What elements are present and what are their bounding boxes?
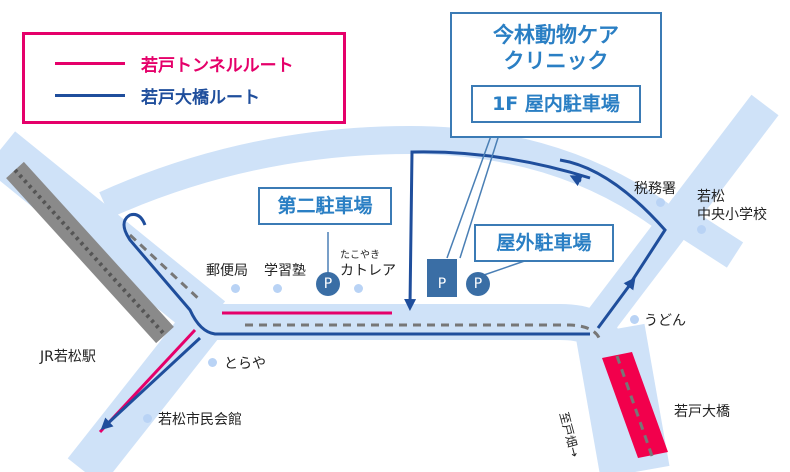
legend-tunnel: 若戸トンネルルート [55,51,294,76]
dot-post-office [231,284,240,293]
label-takoyaki: たこやき [340,250,380,261]
dot-cram-school [273,284,282,293]
label-katorea: カトレア [340,263,396,279]
label-cram-school: 学習塾 [264,263,306,279]
label-udon: うどん [644,313,686,329]
label-tax-office: 税務署 [634,181,676,197]
label-school-1: 若松 [697,189,725,205]
clinic-name-1: 今林動物ケア [493,23,619,47]
dot-katorea [354,284,363,293]
dot-udon [630,315,639,324]
dot-tax-office [656,198,665,207]
legend-tunnel-label: 若戸トンネルルート [141,56,294,76]
railway [6,161,174,344]
legend-bridge-label: 若戸大橋ルート [141,88,260,108]
dot-toraya [208,358,217,367]
legend-bridge: 若戸大橋ルート [55,83,260,108]
indoor-parking-label: 1F 屋内駐車場 [471,85,641,123]
road-top-arc [99,125,689,241]
wakato-bridge [602,352,668,458]
outdoor-parking-label: 屋外駐車場 [474,224,614,262]
route-legend: 若戸トンネルルート 若戸大橋ルート [22,32,346,124]
parking-pin-outdoor: P [466,272,490,296]
dot-school [697,225,706,234]
label-station: JR若松駅 [40,349,96,365]
label-hall: 若松市民会館 [158,412,242,428]
bridge-route [100,150,667,431]
second-parking-label: 第二駐車場 [258,187,392,225]
parking-pin-indoor: P [430,272,454,296]
label-toraya: とらや [224,356,266,372]
road-southwest [67,306,223,472]
clinic-name-2: クリニック [503,49,609,73]
label-bridge: 若戸大橋 [674,404,730,420]
parking-pin-second: P [316,272,340,296]
dot-hall [143,414,152,423]
label-school-2: 中央小学校 [697,207,767,223]
dashed-tunnel-lines [128,233,602,341]
label-post-office: 郵便局 [206,263,248,279]
